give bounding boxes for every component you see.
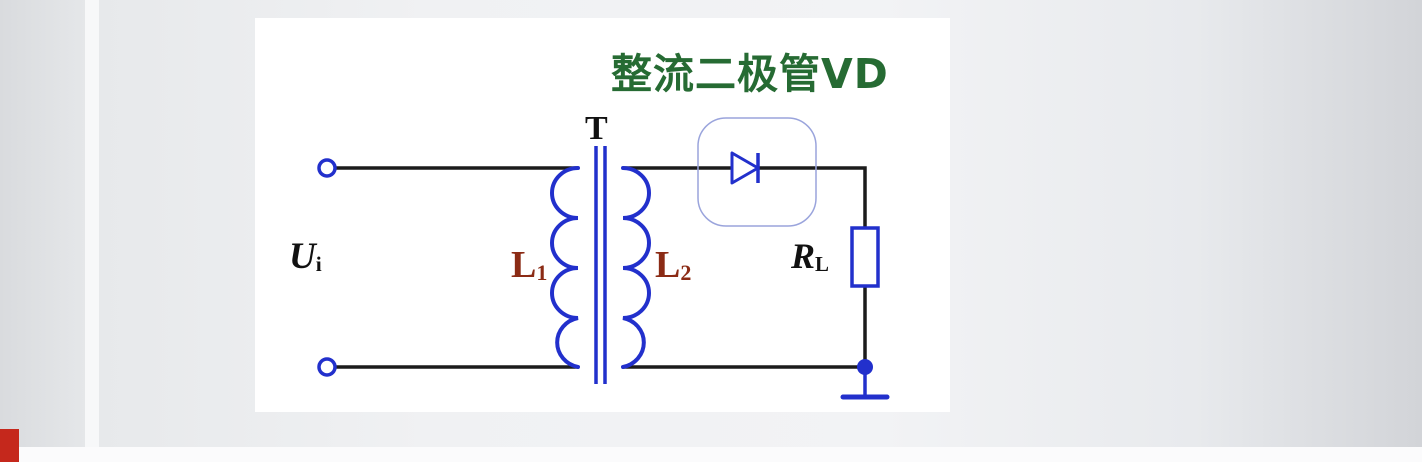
- diode-highlight-box: [697, 117, 817, 227]
- primary-coil-symbol: L: [511, 244, 537, 286]
- primary-coil-subscript: 1: [536, 260, 548, 286]
- input-terminal-top: [317, 158, 337, 178]
- diode-annotation-label: 整流二极管VD: [611, 50, 889, 98]
- input-voltage-label: Ui: [289, 238, 322, 275]
- load-resistor-label: RL: [791, 238, 829, 274]
- junction-dot: [857, 359, 873, 375]
- load-resistor-icon: [850, 226, 880, 288]
- load-resistor-symbol: R: [791, 236, 816, 276]
- primary-coil-icon: [550, 166, 580, 369]
- left-divider-strip: [85, 0, 99, 462]
- secondary-coil-label: L2: [655, 246, 691, 284]
- input-terminal-bottom: [317, 357, 337, 377]
- secondary-coil-symbol: L: [655, 244, 681, 286]
- primary-coil-label: L1: [511, 246, 547, 284]
- secondary-coil-subscript: 2: [680, 260, 692, 286]
- circuit-panel: 整流二极管VD T Ui L1 L2 RL: [255, 18, 950, 412]
- red-corner-accent: [0, 429, 19, 462]
- circuit-diagram: [317, 117, 890, 400]
- input-voltage-symbol: U: [289, 236, 316, 277]
- load-resistor-subscript: L: [815, 251, 829, 276]
- diode-icon: [730, 151, 760, 185]
- secondary-coil-icon: [621, 166, 651, 369]
- bottom-bar: [0, 447, 1422, 462]
- transformer-label: T: [585, 110, 608, 147]
- input-voltage-subscript: i: [315, 252, 322, 276]
